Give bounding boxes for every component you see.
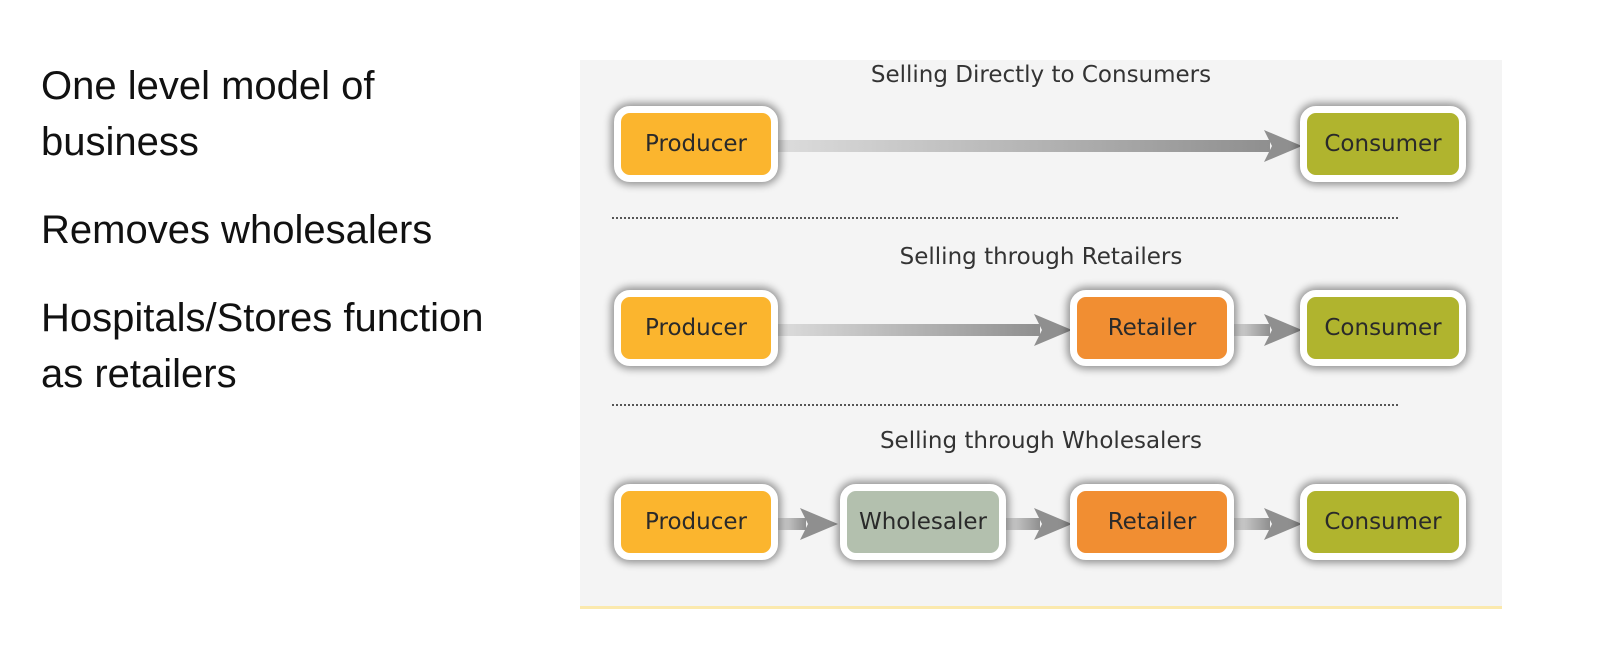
node-consumer: Consumer — [1300, 290, 1466, 366]
divider — [612, 404, 1398, 406]
node-producer: Producer — [614, 106, 778, 182]
distribution-channel-diagram: Selling Directly to Consumers Producer C… — [580, 60, 1502, 609]
node-producer: Producer — [614, 484, 778, 560]
bullet-removes-wholesalers: Removes wholesalers — [41, 208, 433, 252]
node-retailer: Retailer — [1070, 484, 1234, 560]
arrow-retailer-to-consumer — [1234, 314, 1302, 346]
bullet-one-level-model: One level model of business — [41, 64, 375, 164]
arrow-producer-to-consumer — [778, 130, 1302, 162]
row-title-direct: Selling Directly to Consumers — [870, 62, 1212, 88]
arrow-wholesaler-to-retailer — [1004, 508, 1072, 540]
row-title-retailers: Selling through Retailers — [899, 244, 1183, 270]
row-direct: Selling Directly to Consumers Producer C… — [580, 60, 1502, 230]
divider — [612, 217, 1398, 219]
bullet-hospitals-stores: Hospitals/Stores function as retailers — [41, 296, 484, 396]
arrow-retailer-to-consumer — [1234, 508, 1302, 540]
node-retailer: Retailer — [1070, 290, 1234, 366]
row-wholesalers: Selling through Wholesalers — [580, 428, 1502, 598]
node-wholesaler: Wholesaler — [840, 484, 1006, 560]
node-consumer: Consumer — [1300, 484, 1466, 560]
node-producer: Producer — [614, 290, 778, 366]
row-retailers: Selling through Retailers Producer Retai… — [580, 244, 1502, 414]
arrow-producer-to-retailer — [778, 314, 1072, 346]
row-title-wholesalers: Selling through Wholesalers — [879, 428, 1203, 454]
bullet-list: One level model of business Removes whol… — [41, 58, 521, 402]
node-consumer: Consumer — [1300, 106, 1466, 182]
arrow-producer-to-wholesaler — [778, 508, 838, 540]
